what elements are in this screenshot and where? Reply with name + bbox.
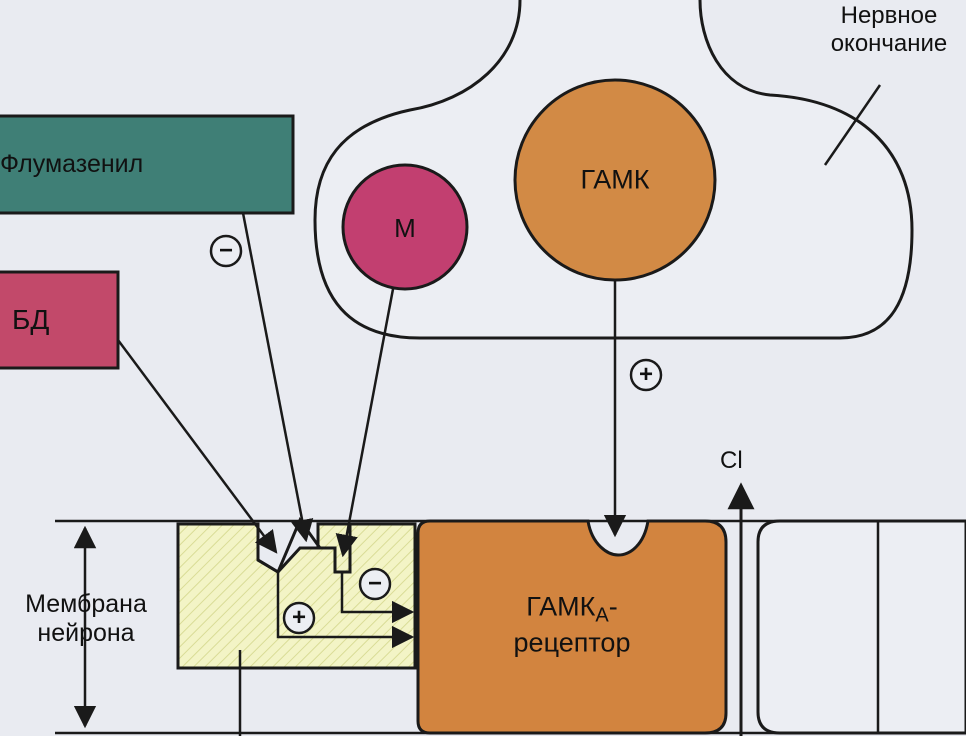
bd-box — [0, 270, 120, 370]
site-minus-sign: − — [367, 570, 383, 598]
membrane-line1: Мембрана — [25, 590, 147, 618]
gaba-label: ГАМК — [580, 164, 650, 195]
flumazenil-arrow — [241, 212, 314, 543]
gaba-a-receptor — [416, 519, 728, 735]
nerve-ending-label: Нервное окончание — [814, 2, 964, 57]
flumazenil-box — [0, 114, 295, 215]
gaba-plus-sign: + — [638, 361, 654, 389]
nerve-ending-line2: окончание — [830, 29, 948, 57]
cl-label: Cl — [720, 447, 743, 474]
chloride-channel-right — [756, 519, 966, 735]
receptor-label: ГАМКА- рецептор — [514, 591, 631, 658]
membrane-line2: нейрона — [37, 618, 135, 647]
m-circle — [341, 163, 469, 291]
receptor-line2: рецептор — [513, 627, 631, 658]
bd-text: БД — [12, 304, 50, 335]
bd-arrow — [116, 339, 278, 554]
flumazenil-minus-circle — [209, 234, 243, 268]
receptor-main-text: ГАМК — [526, 591, 596, 622]
site-minus-circle — [358, 567, 392, 601]
membrane-label: Мембрана нейрона — [6, 590, 166, 648]
flumazenil-minus-sign: − — [218, 237, 234, 265]
receptor-dash: - — [608, 591, 618, 622]
gaba-plus-circle — [629, 358, 663, 392]
bd-label: БД — [12, 272, 112, 368]
receptor-subscript: А — [595, 604, 609, 627]
site-plus-circle — [282, 601, 316, 635]
site-plus-sign: + — [291, 604, 307, 632]
m-label: М — [394, 213, 416, 244]
flumazenil-text: Флумазенил — [0, 150, 144, 178]
plus-modulation-arrow — [276, 572, 415, 649]
m-arrow — [335, 288, 395, 558]
receptor-line1: ГАМКА- — [514, 591, 631, 627]
nerve-ending-line1: Нервное — [840, 2, 938, 29]
minus-modulation-arrow — [340, 572, 415, 624]
flumazenil-label: Флумазенил — [0, 116, 290, 213]
nerve-ending-pointer — [823, 84, 882, 166]
site-notch — [256, 516, 352, 575]
